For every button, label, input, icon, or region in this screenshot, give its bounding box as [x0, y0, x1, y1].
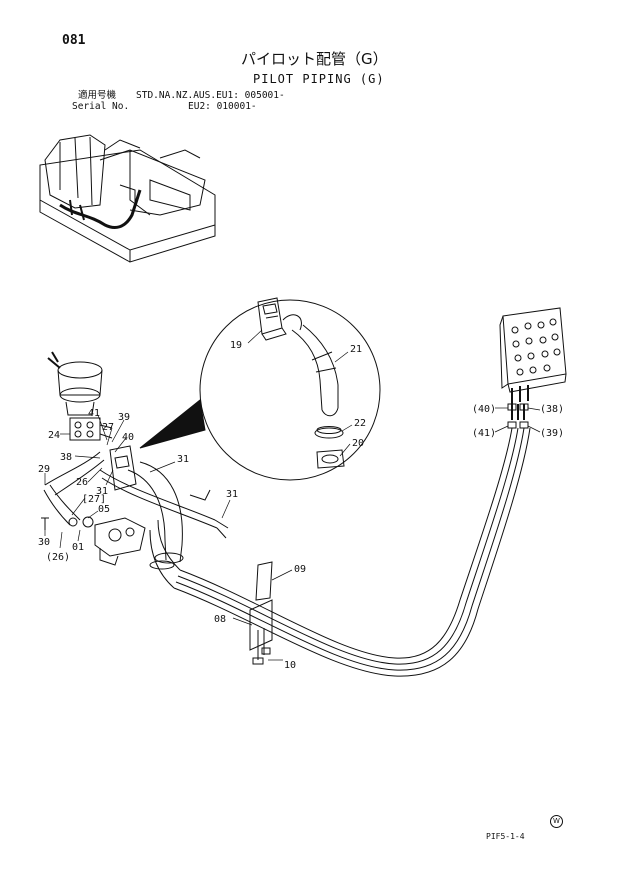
serial-eu2: EU2: 010001-: [188, 101, 257, 112]
left-pilot-valve: [47, 351, 103, 416]
page-number: 081: [62, 33, 86, 48]
callout-26: 26: [76, 477, 88, 488]
callout-01: 01: [72, 542, 84, 553]
callout-05: 05: [98, 504, 110, 515]
callout-38: 38: [60, 452, 72, 463]
callout-10: 10: [284, 660, 296, 671]
detail-magnifier: [139, 299, 381, 481]
callout-31-a: 31: [96, 486, 108, 497]
callout-30: 30: [38, 537, 50, 548]
callout-41-paren: (41): [472, 428, 496, 439]
title-english: PILOT PIPING (G): [253, 72, 385, 86]
clamp-detail: [314, 426, 344, 439]
callout-38-paren: (38): [540, 404, 564, 415]
callout-39: 39: [118, 412, 130, 423]
w-mark-symbol: W: [550, 815, 563, 828]
hose-bundle: [149, 427, 531, 677]
callout-08: 08: [214, 614, 226, 625]
installed-hose: [127, 461, 184, 570]
hose-detail: [282, 314, 339, 417]
valve-fittings: [507, 403, 529, 429]
callout-09: 09: [294, 564, 306, 575]
callout-27: 27: [102, 422, 114, 433]
callout-21: 21: [350, 344, 362, 355]
callout-27-bracket: [27]: [82, 494, 106, 505]
machine-overview-illustration: [39, 134, 216, 263]
connector-block: [69, 417, 113, 441]
installed-grommet: [109, 445, 137, 491]
title-japanese: パイロット配管（G）: [241, 50, 388, 68]
callout-40: 40: [122, 432, 134, 443]
callout-39-paren: (39): [540, 428, 564, 439]
plate-detail: [316, 449, 345, 469]
applicability-label: 適用号機: [78, 90, 117, 101]
applicability-serials: STD.NA.NZ.AUS.EU1: 005001-: [136, 90, 285, 101]
figure-code: PIF5-1-4: [486, 832, 525, 841]
callout-40-paren: (40): [472, 404, 496, 415]
leader-lines: [44, 329, 541, 661]
callout-41: 41: [88, 408, 100, 419]
serial-label: Serial No.: [72, 101, 130, 112]
callout-31-b: 31: [177, 454, 189, 465]
callout-labels: 19 21 22 20 41 39 27 40 24 38 26 31 31 3…: [38, 340, 564, 671]
callout-22: 22: [354, 418, 366, 429]
callout-29: 29: [38, 464, 50, 475]
grommet-detail: [257, 297, 287, 341]
callout-20: 20: [352, 438, 364, 449]
pilot-valve: [499, 307, 567, 404]
left-hoses: [43, 451, 229, 539]
callout-26-paren: (26): [46, 552, 70, 563]
hose-bracket: [249, 561, 273, 665]
callout-19: 19: [230, 340, 242, 351]
callout-31-c: 31: [226, 489, 238, 500]
callout-24: 24: [48, 430, 60, 441]
